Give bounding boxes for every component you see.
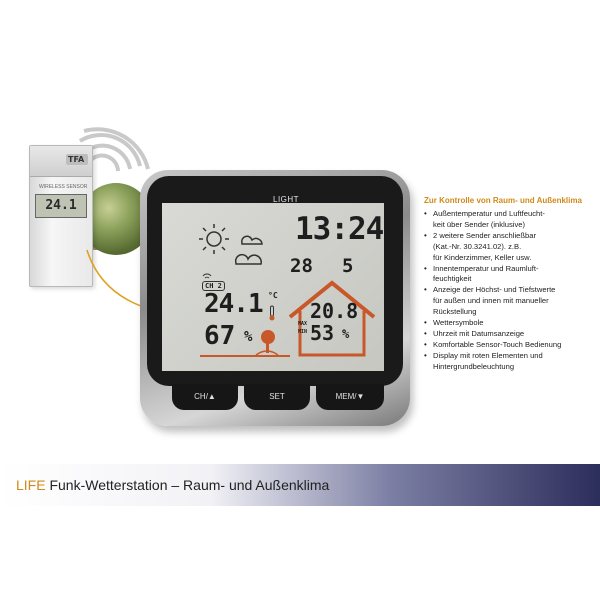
weather-symbol-icon <box>199 224 263 265</box>
indoor-humidity: 53 <box>310 321 335 345</box>
house-icon <box>288 280 376 357</box>
thermometer-icon <box>269 305 275 321</box>
date-day: 28 <box>290 255 313 277</box>
features-title: Zur Kontrolle von Raum- und Außenklima <box>424 196 582 205</box>
features-list: Außentemperatur und Luftfeucht- keit übe… <box>424 209 600 373</box>
outdoor-temp-unit: °C <box>268 291 278 300</box>
mem-down-button[interactable]: MEM/▼ <box>316 384 384 410</box>
signal-icon <box>202 273 212 279</box>
ground-line <box>200 355 290 357</box>
tree-icon <box>255 330 279 356</box>
ch-up-button[interactable]: CH/▲ <box>172 384 238 410</box>
lcd-display: CH 2 24.1 °C 67 % 13:24 28 5 20.8 MAX MI… <box>162 203 384 371</box>
outdoor-humidity-unit: % <box>244 329 253 345</box>
set-button[interactable]: SET <box>244 384 310 410</box>
button-bar: CH/▲ SET MEM/▼ <box>172 384 384 410</box>
clock-time: 13:24 <box>295 211 384 247</box>
light-label[interactable]: LIGHT <box>273 195 300 204</box>
list-item: Außentemperatur und Luftfeucht- keit übe… <box>424 209 600 231</box>
max-label: MAX <box>298 321 308 327</box>
list-item: Wettersymbole <box>424 318 600 329</box>
banner-title-text: Funk-Wetterstation – Raum- und Außenklim… <box>49 477 330 493</box>
min-label: MIN <box>298 329 308 335</box>
sensor-display: 24.1 <box>35 194 87 218</box>
list-item: Anzeige der Höchst- und Tiefstwerte für … <box>424 285 600 318</box>
list-item: Innentemperatur und Raumluft- feuchtigke… <box>424 264 600 286</box>
indoor-temperature: 20.8 <box>310 299 359 323</box>
sensor-brand: TFA <box>68 155 85 164</box>
list-item: 2 weitere Sender anschließbar (Kat.-Nr. … <box>424 231 600 264</box>
list-item: Display mit roten Elementen und Hintergr… <box>424 351 600 373</box>
outdoor-humidity: 67 <box>204 321 236 351</box>
indoor-humidity-unit: % <box>342 327 350 341</box>
title-banner <box>0 464 600 506</box>
banner-title: LIFE Funk-Wetterstation – Raum- und Auße… <box>16 477 329 493</box>
outdoor-sensor: TFA WIRELESS SENSOR 24.1 <box>29 145 93 287</box>
banner-highlight: LIFE <box>16 477 46 493</box>
sensor-label: WIRELESS SENSOR <box>39 184 88 190</box>
list-item: Komfortable Sensor-Touch Bedienung <box>424 340 600 351</box>
list-item: Uhrzeit mit Datumsanzeige <box>424 329 600 340</box>
sensor-logo <box>66 154 88 165</box>
channel-indicator: CH 2 <box>202 281 225 291</box>
date-month: 5 <box>342 255 354 277</box>
outdoor-temperature: 24.1 <box>204 289 264 319</box>
